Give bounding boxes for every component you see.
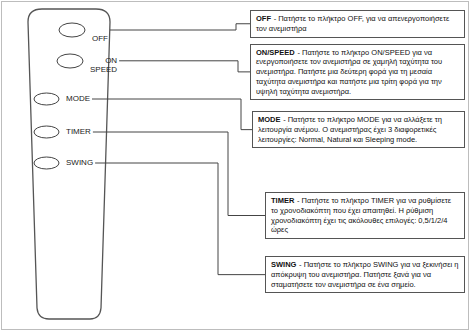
leader-line	[110, 24, 250, 30]
button-label: OFF	[92, 35, 108, 44]
remote-body	[28, 9, 110, 319]
leader-line	[119, 61, 250, 72]
button-oval	[33, 156, 60, 170]
box-heading: TIMER	[271, 196, 294, 205]
button-outline	[57, 54, 83, 68]
leader-line	[95, 163, 265, 275]
description-box: TIMER- Πατήστε το πλήκτρο TIMER για να ρ…	[265, 192, 465, 239]
description-box: MODE- Πατήστε το πλήκτρο MODE για να αλλ…	[252, 111, 465, 148]
remote-button: MODE	[33, 92, 90, 106]
box-heading: OFF	[256, 14, 271, 23]
button-label-group: SWING	[66, 159, 93, 168]
remote-button: SWING	[33, 156, 93, 170]
box-heading: ON/SPEED	[256, 48, 295, 57]
button-outline	[34, 157, 59, 169]
remote-button: OFF	[58, 22, 108, 38]
button-oval	[58, 22, 86, 38]
remote-button: ONSPEED	[56, 52, 117, 70]
description-box: OFF- Πατήστε το πλήκτρο OFF, για να απεν…	[250, 10, 465, 38]
button-oval	[33, 92, 60, 106]
box-heading: MODE	[258, 115, 281, 124]
remote-button: TIMER	[33, 125, 91, 139]
button-oval	[56, 53, 84, 69]
box-heading: SWING	[271, 260, 296, 269]
description-box: SWING- Πατήστε το πλήκτρο SWING για να ξ…	[265, 256, 465, 293]
button-label: SWING	[66, 159, 93, 168]
leader-line	[92, 99, 252, 130]
button-outline	[59, 23, 85, 37]
description-box: ON/SPEED- Πατήστε το πλήκτρο ON/SPEED γι…	[250, 44, 465, 101]
button-outline	[34, 126, 59, 138]
button-label: ON	[105, 57, 117, 66]
box-text: - Πατήστε το πλήκτρο TIMER για να ρυθμίσ…	[271, 196, 451, 234]
box-text: - Πατήστε το πλήκτρο SWING για να ξεκινή…	[271, 260, 458, 289]
box-text: - Πατήστε το πλήκτρο MODE για να αλλάξετ…	[258, 115, 442, 144]
button-outline	[34, 93, 59, 105]
button-label-group: MODE	[66, 95, 90, 104]
box-text: - Πατήστε το πλήκτρο OFF, για να απενεργ…	[256, 14, 449, 33]
button-label-group: TIMER	[66, 128, 91, 137]
button-label-group: OFF	[92, 35, 108, 44]
leader-line	[93, 132, 265, 216]
button-label: MODE	[66, 95, 90, 104]
button-oval	[33, 125, 60, 139]
button-label: SPEED	[90, 66, 117, 75]
button-label-group: ONSPEED	[90, 57, 117, 75]
button-label: TIMER	[66, 128, 91, 137]
